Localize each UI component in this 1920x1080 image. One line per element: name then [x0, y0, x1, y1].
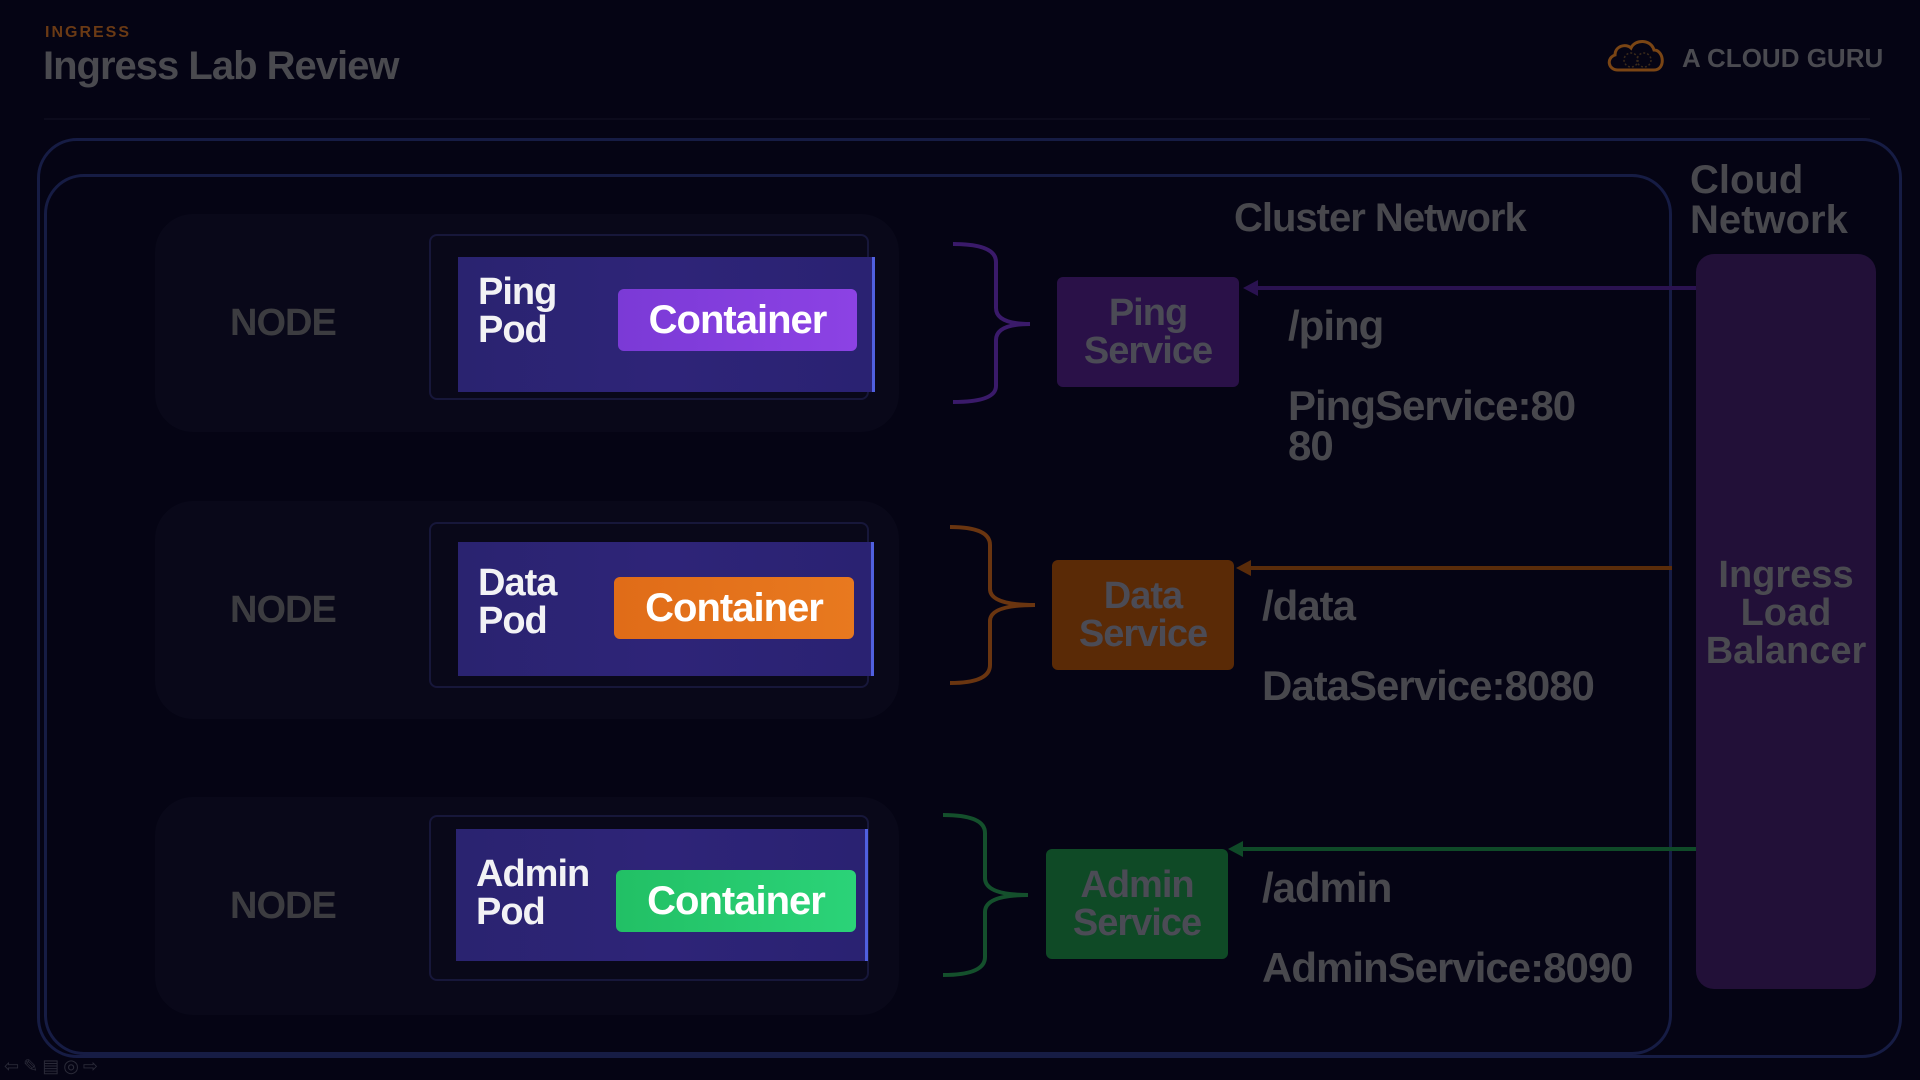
cluster-network-frame: [44, 174, 1672, 1055]
page-title: Ingress Lab Review: [43, 44, 399, 88]
ping-backend: PingService:80 80: [1288, 382, 1576, 469]
brand-name: A CLOUD GURU: [1682, 42, 1884, 73]
lb-line3: Balancer: [1705, 630, 1867, 672]
node-row-ping: NODE Ping Pod Container: [155, 214, 899, 432]
menu-icon[interactable]: ▤: [42, 1056, 60, 1076]
service-line1: Data: [1103, 575, 1183, 617]
lb-line1: Ingress: [1718, 554, 1854, 596]
pod-name-line1: Ping: [478, 271, 557, 313]
service-line2: Service: [1072, 902, 1202, 944]
node-label: NODE: [230, 884, 337, 927]
admin-service: Admin Service: [1046, 849, 1228, 959]
cloud-network-label-line2: Network: [1690, 198, 1848, 242]
pen-icon[interactable]: ✎: [23, 1056, 39, 1076]
ping-path: /ping: [1288, 302, 1384, 349]
data-path: /data: [1262, 582, 1356, 629]
admin-path: /admin: [1262, 864, 1392, 911]
pod-frame: [429, 815, 869, 981]
pod-name-line1: Data: [478, 562, 557, 604]
data-brace: [949, 525, 1036, 685]
ping-container[interactable]: Container: [618, 289, 857, 351]
admin-container[interactable]: Container: [616, 870, 856, 932]
service-line1: Ping: [1108, 292, 1188, 334]
cloud-icon: [1604, 36, 1668, 81]
pod-name: Admin Pod: [476, 853, 590, 933]
pod-name-line2: Pod: [478, 309, 548, 351]
presentation-toolbar: ⇦ ✎ ▤ ◎ ⇨: [4, 1056, 98, 1077]
service-line1: Admin: [1080, 864, 1194, 906]
node-label: NODE: [230, 301, 337, 344]
target-icon[interactable]: ◎: [63, 1056, 79, 1076]
service-line2: Service: [1083, 330, 1213, 372]
pod-name: Data Pod: [478, 562, 557, 642]
data-service: Data Service: [1052, 560, 1234, 670]
next-icon[interactable]: ⇨: [82, 1056, 99, 1076]
lb-line2: Load: [1740, 592, 1832, 634]
header-divider: [44, 118, 1870, 120]
pod-name-line2: Pod: [478, 600, 548, 642]
ping-service: Ping Service: [1057, 277, 1239, 387]
cloud-network-frame: [37, 138, 1902, 1058]
node-label: NODE: [230, 588, 337, 631]
node-row-data: NODE Data Pod Container: [155, 501, 899, 719]
data-pod: Data Pod Container: [458, 542, 874, 676]
admin-brace: [942, 813, 1029, 977]
service-line2: Service: [1078, 613, 1208, 655]
cloud-network-label-line1: Cloud: [1690, 158, 1804, 202]
ingress-load-balancer: Ingress Load Balancer: [1696, 254, 1876, 989]
data-container[interactable]: Container: [614, 577, 854, 639]
admin-backend: AdminService:8090: [1262, 944, 1634, 991]
cluster-network-label: Cluster Network: [1234, 196, 1527, 240]
section-kicker: INGRESS: [45, 24, 132, 41]
admin-arrowhead: [1228, 841, 1243, 857]
admin-pod: Admin Pod Container: [456, 829, 868, 961]
pod-name: Ping Pod: [478, 271, 557, 351]
pod-name-line2: Pod: [476, 891, 546, 933]
brand-logo: A CLOUD GURU: [1604, 38, 1883, 78]
pod-name-line1: Admin: [476, 853, 590, 895]
backend-line1: PingService:80: [1288, 382, 1576, 429]
data-backend: DataService:8080: [1262, 662, 1595, 709]
ping-brace: [952, 242, 1031, 404]
ping-arrowhead: [1243, 280, 1258, 296]
cloud-network-label: Cloud Network: [1690, 160, 1848, 240]
data-arrowhead: [1236, 560, 1251, 576]
node-row-admin: NODE Admin Pod Container: [155, 797, 899, 1015]
backend-line2: 80: [1288, 422, 1334, 469]
prev-icon[interactable]: ⇦: [4, 1056, 20, 1076]
ping-pod: Ping Pod Container: [458, 257, 875, 392]
